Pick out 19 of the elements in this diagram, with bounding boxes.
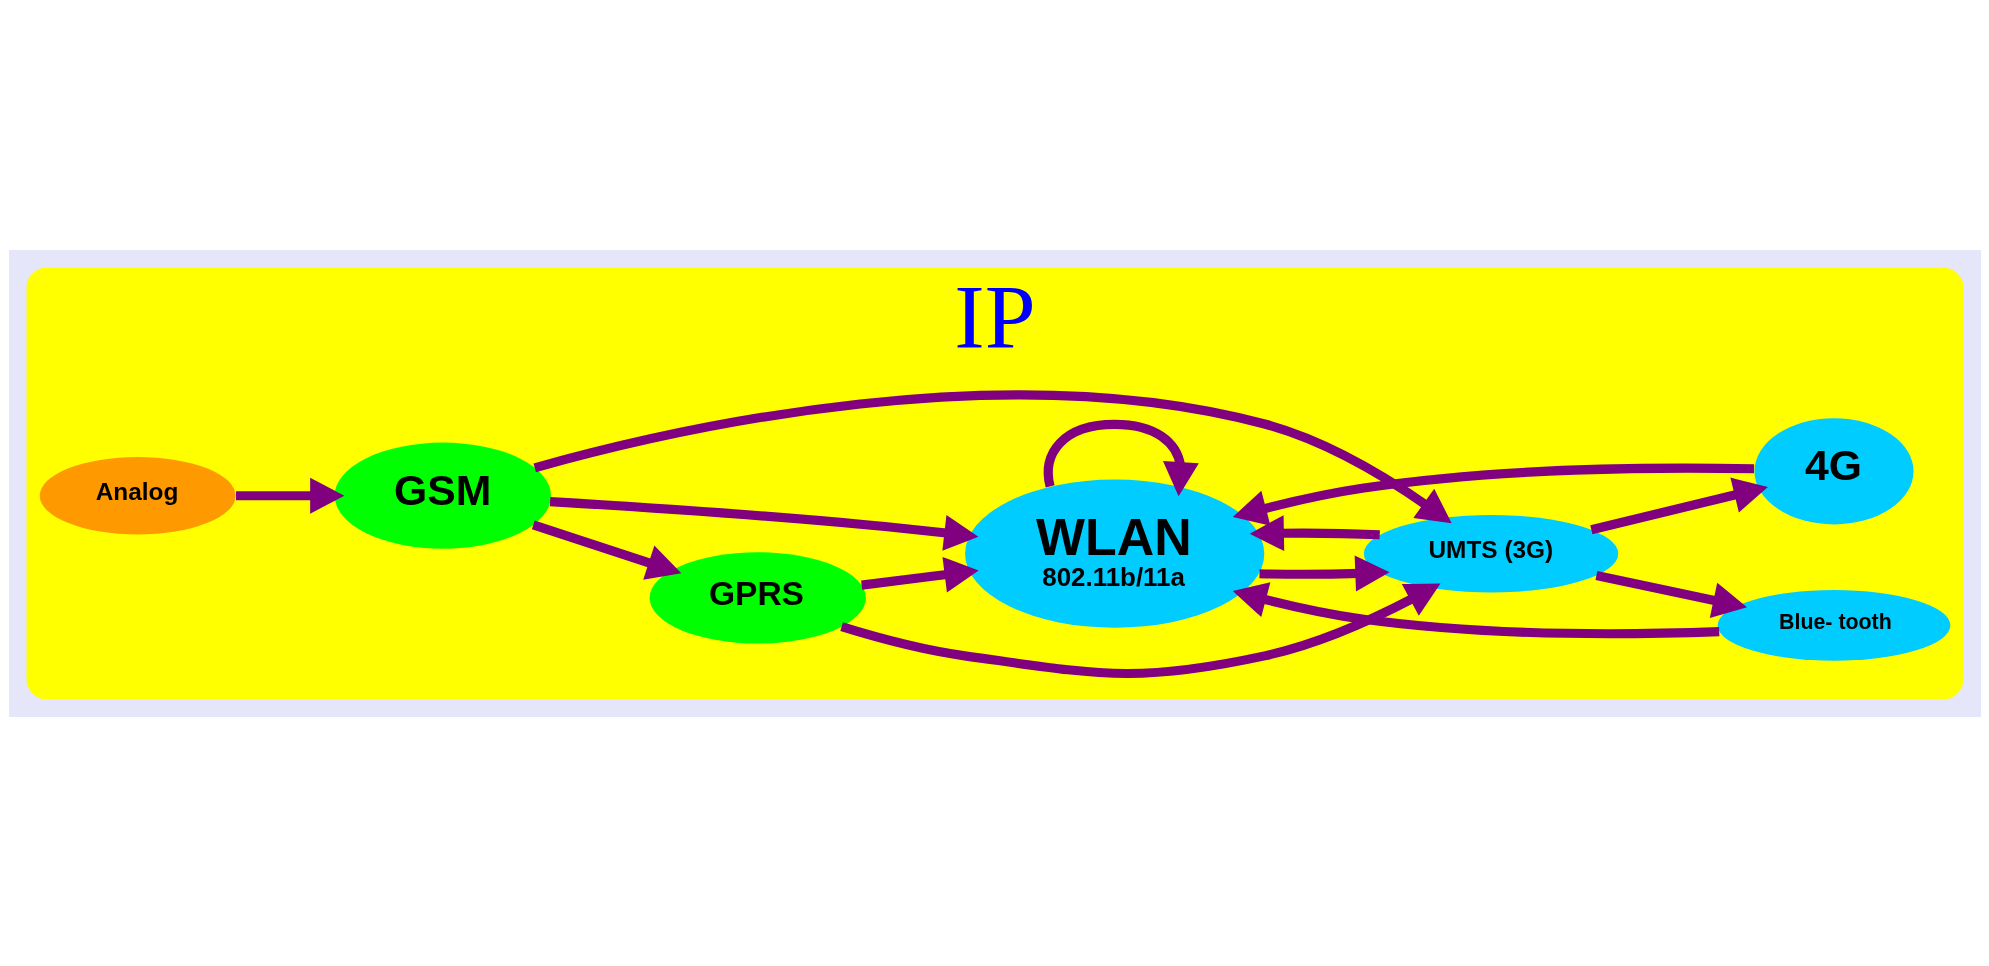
arrow [860,556,979,593]
arrow [533,390,1452,523]
arrow [531,520,681,580]
node-ellipse: WLAN 802.11b/11a [964,479,1264,628]
arrow [1589,477,1768,534]
arrow [1258,555,1390,591]
arrow [1232,463,1754,526]
node-ellipse: 4G [1753,417,1914,524]
arrow [1594,570,1747,618]
node-ellipse: Blue- tooth [1717,589,1950,661]
node-ellipse: GSM [334,442,551,549]
arrow [1249,514,1380,551]
arrow [549,496,978,551]
arrow [1232,581,1719,638]
arrow [235,477,344,514]
arrow [839,583,1440,678]
node-ellipse: UMTS (3G) [1363,514,1618,592]
node-ellipse: GPRS [649,551,866,643]
node-ellipse: Analog [39,456,236,534]
